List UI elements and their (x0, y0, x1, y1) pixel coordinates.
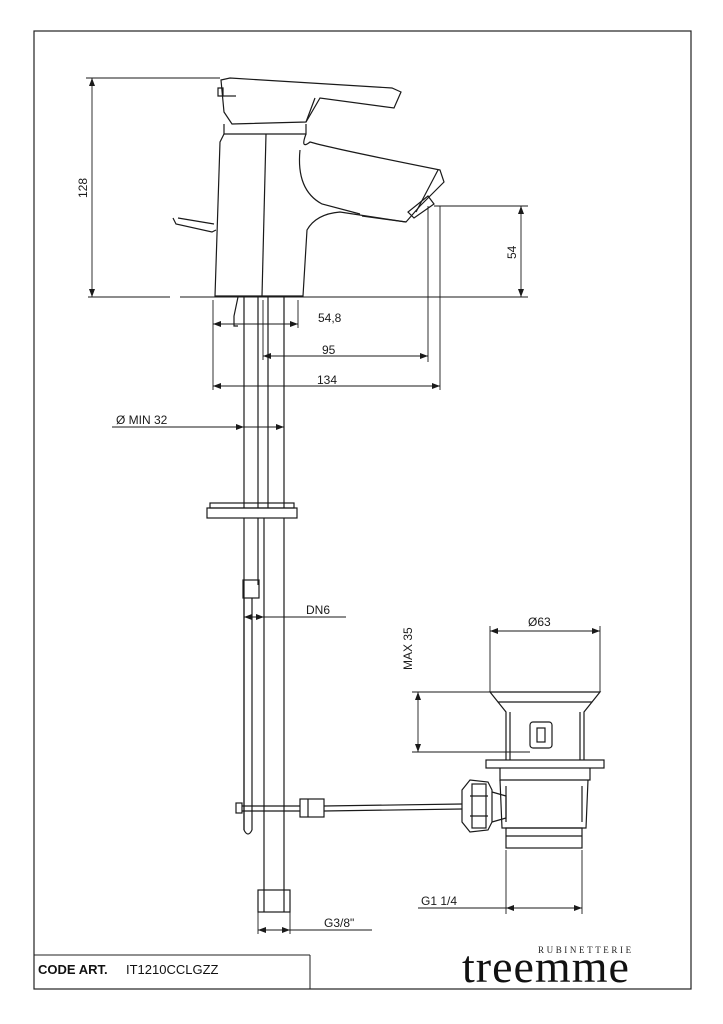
dim-spout-reach: 95 (322, 343, 336, 357)
spout (303, 133, 445, 223)
dim-hole-diameter: Ø MIN 32 (116, 413, 168, 427)
dim-height-total: 128 (76, 178, 90, 198)
body-column (214, 133, 407, 297)
dim-waste-height: MAX 35 (401, 627, 415, 670)
lever-handle (220, 77, 402, 125)
dim-inlet-thread: G3/8" (324, 916, 354, 930)
waste-assembly (461, 691, 605, 849)
dim-spout-height: 54 (505, 245, 519, 259)
dim-spout-offset: 54,8 (318, 311, 342, 325)
code-art-value: IT1210CCLGZZ (126, 962, 219, 977)
brand-logo: treemme (462, 941, 630, 992)
dim-waste-thread: G1 1/4 (421, 894, 457, 908)
sheet-border (33, 30, 692, 990)
dim-pipe: DN6 (306, 603, 330, 617)
popup-rod (172, 217, 217, 233)
under-deck-assembly (206, 296, 463, 913)
dim-total-depth: 134 (317, 373, 337, 387)
brand-subtitle: RUBINETTERIE (538, 945, 634, 955)
dimension-arrows (89, 78, 600, 933)
aerator (407, 195, 435, 219)
code-art-label: CODE ART. (38, 962, 108, 977)
cartridge-band (223, 124, 307, 135)
dimension-lines (86, 77, 601, 934)
dim-waste-diameter: Ø63 (528, 615, 551, 629)
faucet-outline (172, 77, 445, 297)
